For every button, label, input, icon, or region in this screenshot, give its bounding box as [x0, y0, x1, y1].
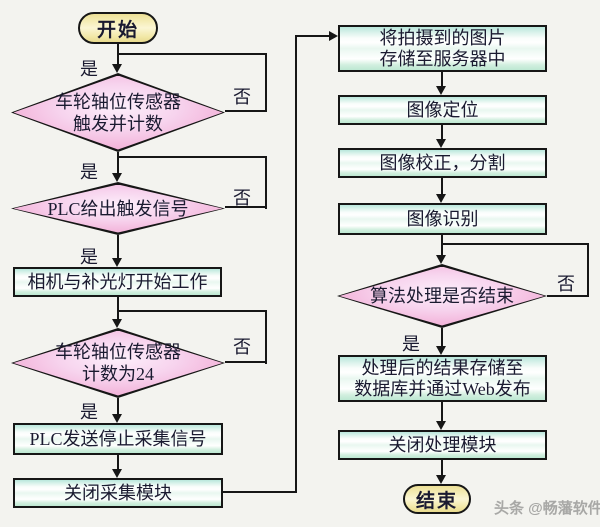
connector-line [441, 402, 443, 422]
no-loop-line [118, 53, 267, 55]
no-loop-line [118, 310, 267, 312]
process-line: 处理后的结果存储至 [361, 357, 524, 378]
decision-sensor-count-24: 车轮轴位传感器 计数为24 [11, 328, 225, 398]
arrowhead-down [436, 255, 446, 264]
process-plc-stop-signal: PLC发送停止采集信号 [13, 423, 223, 455]
arrowhead-down [112, 319, 122, 328]
no-edge-label: 否 [233, 188, 251, 208]
yes-edge-label: 是 [80, 162, 98, 182]
connector-line [117, 398, 119, 415]
connector-line [117, 152, 119, 174]
process-line: 数据库并通过Web发布 [354, 378, 531, 399]
process-line: 将拍摄到的图片 [379, 27, 506, 48]
start-label: 开始 [96, 19, 139, 41]
decision-line: 计数为24 [82, 364, 154, 384]
no-edge-label: 否 [557, 274, 575, 294]
process-store-images-server: 将拍摄到的图片 存储至服务器中 [338, 25, 547, 72]
decision-plc-trigger: PLC给出触发信号 [11, 182, 225, 235]
watermark: 头条 @畅藩软件 [494, 500, 600, 517]
process-close-processing-module: 关闭处理模块 [338, 430, 547, 460]
process-line: 关闭采集模块 [64, 482, 172, 503]
arrowhead-down [112, 64, 122, 73]
no-loop-line [265, 156, 267, 209]
connector-line [117, 235, 119, 259]
process-image-recognition: 图像识别 [338, 203, 547, 235]
no-loop-line [225, 361, 267, 363]
decision-sensor-trigger-text: 车轮轴位传感器 触发并计数 [11, 73, 225, 152]
arrowhead-right [329, 31, 338, 41]
no-loop-line [265, 310, 267, 364]
process-close-capture-module: 关闭采集模块 [13, 478, 223, 508]
decision-line: 车轮轴位传感器 [55, 91, 181, 112]
no-loop-line [587, 243, 589, 297]
no-edge-label: 否 [233, 87, 251, 107]
yes-edge-label: 是 [80, 59, 98, 79]
decision-line: 触发并计数 [73, 113, 163, 134]
yes-edge-label: 是 [80, 402, 98, 422]
decision-line: 算法处理是否结束 [370, 286, 514, 306]
no-loop-line [265, 53, 267, 112]
no-edge-label: 否 [233, 337, 251, 357]
arrowhead-down [112, 414, 122, 423]
decision-algorithm-finished: 算法处理是否结束 [337, 264, 547, 328]
arrowhead-down [436, 475, 446, 484]
arrowhead-down [112, 469, 122, 478]
column-connector-line [295, 35, 329, 37]
yes-edge-label: 是 [80, 247, 98, 267]
arrowhead-down [436, 346, 446, 355]
process-image-locating: 图像定位 [338, 95, 547, 125]
process-line: 图像校正，分割 [379, 152, 506, 173]
arrowhead-down [436, 86, 446, 95]
yes-edge-label: 是 [402, 334, 420, 354]
connector-line [441, 328, 443, 347]
connector-line [117, 455, 119, 470]
process-image-correction-segmentation: 图像校正，分割 [338, 148, 547, 178]
decision-plc-trigger-text: PLC给出触发信号 [11, 182, 225, 235]
process-store-results-web: 处理后的结果存储至 数据库并通过Web发布 [338, 355, 547, 402]
process-camera-light-start: 相机与补光灯开始工作 [13, 267, 222, 297]
decision-sensor-count-24-text: 车轮轴位传感器 计数为24 [11, 328, 225, 398]
process-line: 存储至服务器中 [379, 48, 506, 69]
no-loop-line [118, 156, 267, 158]
process-line: 关闭处理模块 [388, 434, 497, 455]
no-loop-line [442, 243, 589, 245]
arrowhead-down [112, 258, 122, 267]
arrowhead-down [112, 173, 122, 182]
connector-line [117, 297, 119, 320]
connector-line [441, 72, 443, 87]
arrowhead-down [436, 421, 446, 430]
process-line: 相机与补光灯开始工作 [27, 271, 208, 292]
no-loop-line [547, 295, 589, 297]
start-terminal: 开始 [78, 12, 158, 44]
decision-line: PLC给出触发信号 [47, 198, 189, 219]
column-connector-line [223, 491, 297, 493]
end-terminal: 结束 [403, 484, 471, 514]
decision-line: 车轮轴位传感器 [55, 342, 181, 362]
no-loop-line [225, 206, 267, 208]
connector-line [441, 460, 443, 476]
process-line: 图像识别 [406, 208, 479, 229]
process-line: PLC发送停止采集信号 [29, 428, 207, 449]
connector-line [441, 125, 443, 140]
connector-line [441, 178, 443, 195]
decision-algorithm-finished-text: 算法处理是否结束 [337, 264, 547, 328]
column-connector-line [295, 35, 297, 493]
end-label: 结束 [415, 490, 458, 512]
arrowhead-down [436, 194, 446, 203]
process-line: 图像定位 [406, 99, 479, 120]
no-loop-line [225, 110, 267, 112]
arrowhead-down [436, 139, 446, 148]
connector-line [441, 235, 443, 256]
decision-sensor-trigger: 车轮轴位传感器 触发并计数 [11, 73, 225, 152]
